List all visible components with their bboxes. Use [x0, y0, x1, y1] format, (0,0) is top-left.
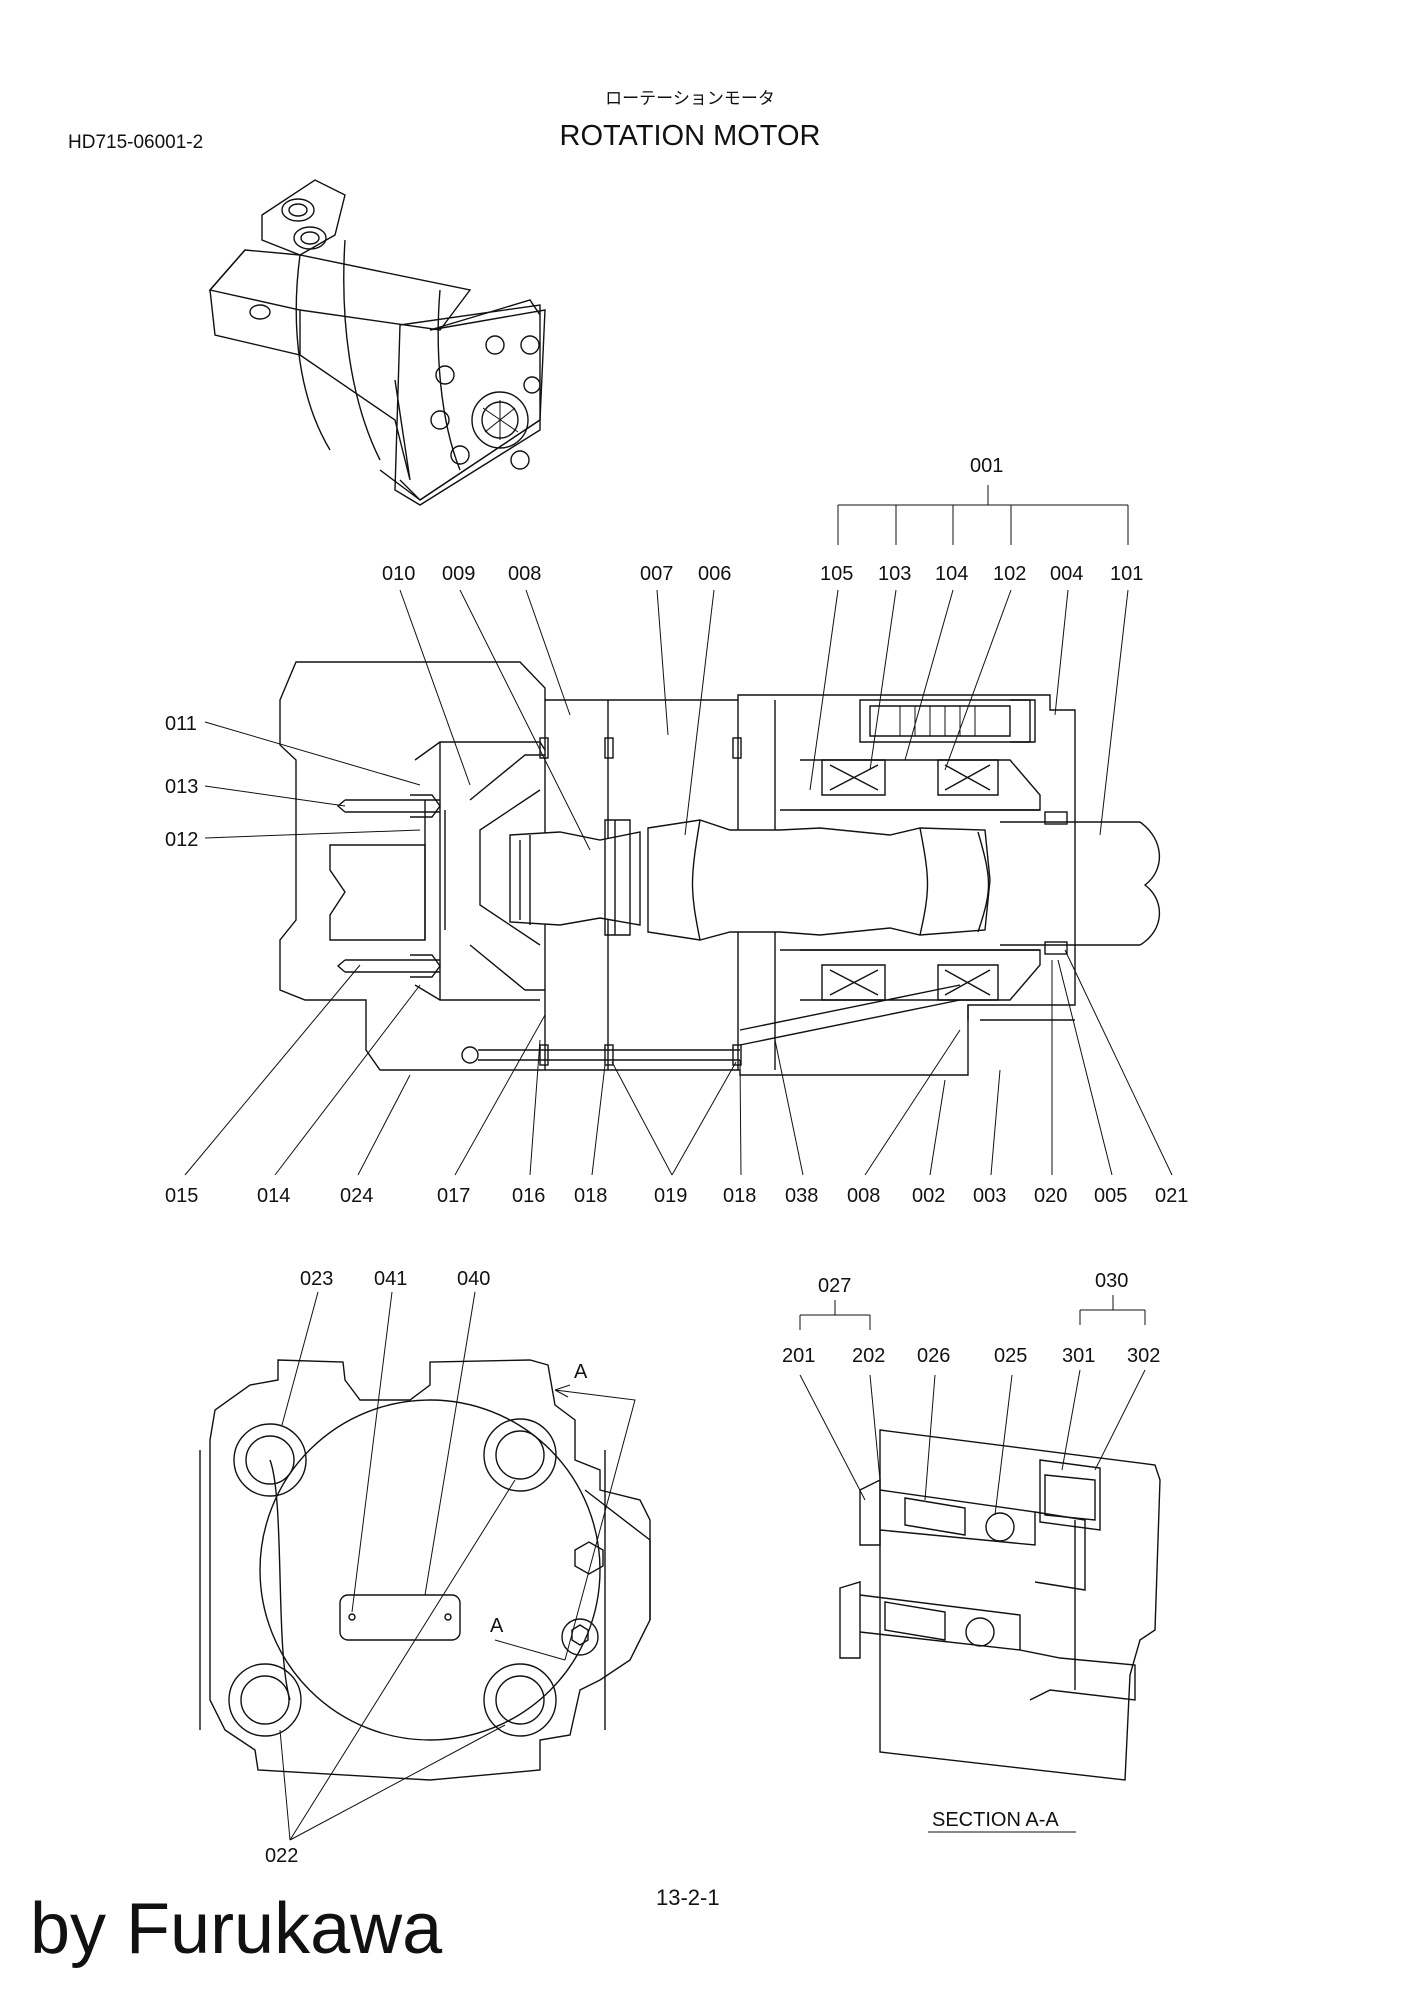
- callout-302: 302: [1127, 1345, 1160, 1367]
- page-number: 13-2-1: [656, 1885, 720, 1910]
- callout-004: 004: [1050, 563, 1083, 585]
- section-arrow-label-a-lower: A: [490, 1615, 504, 1637]
- callout-016: 016: [512, 1185, 545, 1207]
- callout-008-bottom: 008: [847, 1185, 880, 1207]
- callout-007: 007: [640, 563, 673, 585]
- callout-006: 006: [698, 563, 731, 585]
- section-arrow-label-a-upper: A: [574, 1361, 588, 1383]
- callout-011: 011: [165, 713, 197, 735]
- callout-023: 023: [300, 1268, 333, 1290]
- callout-015: 015: [165, 1185, 198, 1207]
- section-a-a-label: SECTION A-A: [932, 1809, 1059, 1831]
- callout-025: 025: [994, 1345, 1027, 1367]
- callout-041: 041: [374, 1268, 407, 1290]
- callout-040: 040: [457, 1268, 490, 1290]
- callout-024: 024: [340, 1185, 373, 1207]
- callout-104: 104: [935, 563, 968, 585]
- callout-105: 105: [820, 563, 853, 585]
- callout-103: 103: [878, 563, 911, 585]
- callout-014: 014: [257, 1185, 290, 1207]
- callout-020: 020: [1034, 1185, 1067, 1207]
- section-a-a-view: [799, 1295, 1161, 1833]
- callout-101: 101: [1110, 563, 1143, 585]
- callout-021: 021: [1155, 1185, 1188, 1207]
- cross-section-view: [279, 661, 1161, 1076]
- callout-038: 038: [785, 1185, 818, 1207]
- callout-012: 012: [165, 829, 198, 851]
- callout-018-left: 018: [574, 1185, 607, 1207]
- page-title: ROTATION MOTOR: [559, 120, 821, 152]
- callout-201: 201: [782, 1345, 815, 1367]
- callout-008-top: 008: [508, 563, 541, 585]
- callout-009: 009: [442, 563, 475, 585]
- isometric-motor-view: [208, 179, 546, 506]
- callout-202: 202: [852, 1345, 885, 1367]
- watermark-text: by Furukawa: [30, 1889, 443, 1969]
- callout-027: 027: [818, 1275, 851, 1297]
- callout-003: 003: [973, 1185, 1006, 1207]
- title-japanese: ローテーションモータ: [605, 89, 775, 109]
- callout-022: 022: [265, 1845, 298, 1867]
- callout-301: 301: [1062, 1345, 1095, 1367]
- callout-001: 001: [970, 455, 1003, 477]
- callout-010: 010: [382, 563, 415, 585]
- callout-030: 030: [1095, 1270, 1128, 1292]
- callout-002: 002: [912, 1185, 945, 1207]
- end-view: [199, 1291, 651, 1841]
- callout-numbers: 001 105 103 104 102 004 101 010 009 008 …: [165, 455, 1188, 1867]
- callout-005: 005: [1094, 1185, 1127, 1207]
- document-code: HD715-06001-2: [68, 132, 204, 153]
- callout-017: 017: [437, 1185, 470, 1207]
- callout-013: 013: [165, 776, 198, 798]
- callout-leaders: [184, 485, 1173, 1176]
- callout-102: 102: [993, 563, 1026, 585]
- callout-018-right: 018: [723, 1185, 756, 1207]
- callout-026: 026: [917, 1345, 950, 1367]
- callout-019: 019: [654, 1185, 687, 1207]
